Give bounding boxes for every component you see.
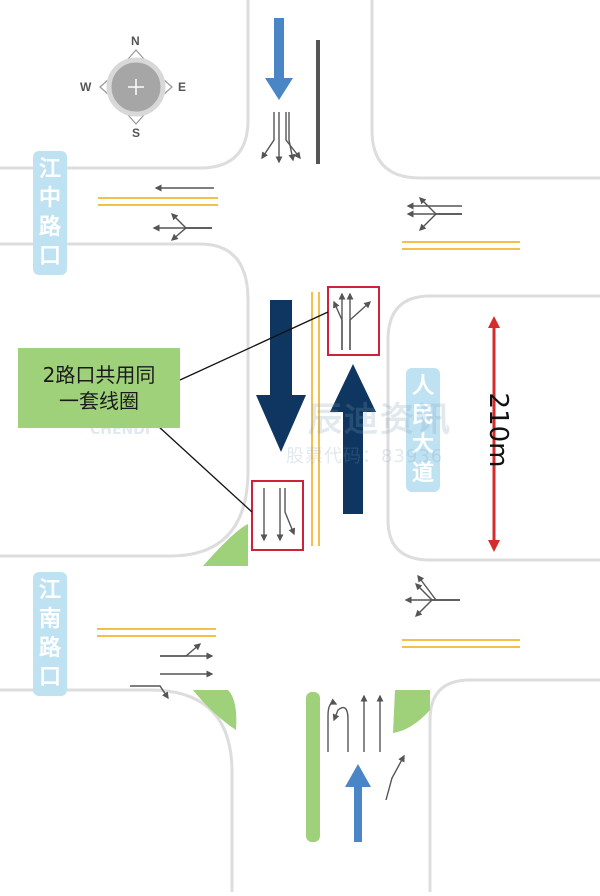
- compass: [99, 49, 173, 125]
- compass-south-label: S: [132, 126, 141, 140]
- lane-arrows: [130, 112, 462, 801]
- median-lower-right: [393, 690, 430, 733]
- road-label-char: 民: [411, 403, 434, 428]
- main-arrow-southbound: [256, 300, 306, 452]
- road-edge-middle-right: [386, 294, 600, 562]
- medians: [193, 524, 430, 842]
- detector-boxes: [251, 286, 380, 551]
- callout-leaders: [157, 311, 329, 513]
- road-edge-upper-left: [0, 0, 250, 170]
- road-label-char: 江: [38, 578, 61, 603]
- road-label-char: 路: [38, 636, 61, 661]
- distance-label: 210m: [483, 392, 513, 468]
- callout-line-1: 2路口共用同: [42, 363, 156, 387]
- road-label-char: 大: [411, 432, 434, 457]
- compass-west-label: W: [80, 80, 92, 94]
- approach-arrows: [256, 18, 376, 842]
- compass-east-label: E: [178, 80, 187, 94]
- road-label-jiangzhong: 江 中 路 口: [33, 151, 67, 275]
- road-label-char: 路: [38, 215, 61, 240]
- road-label-char: 中: [38, 186, 61, 211]
- road-label-char: 南: [38, 607, 61, 632]
- road-label-char: 江: [38, 157, 61, 182]
- road-label-char: 道: [411, 461, 434, 486]
- road-label-renmin: 人 民 大 道: [406, 368, 440, 492]
- callout-box: 2路口共用同 一套线圈: [18, 348, 180, 428]
- arrow-north-approach: [345, 764, 371, 842]
- median-south: [306, 692, 320, 842]
- median-upper-left: [203, 524, 248, 566]
- callout-line-2: 一套线圈: [59, 389, 139, 413]
- centerlines: [97, 197, 520, 648]
- arrow-south-approach: [265, 18, 293, 100]
- road-label-char: 人: [411, 374, 434, 399]
- detector-box-upper: [327, 286, 380, 356]
- road-edge-lower-right: [428, 678, 600, 892]
- road-label-char: 口: [38, 244, 61, 269]
- main-arrow-northbound: [330, 364, 376, 514]
- median-lower-left: [193, 690, 237, 730]
- compass-north-label: N: [131, 34, 140, 48]
- road-edge-middle-left: [0, 242, 250, 558]
- stop-line-north: [316, 40, 320, 164]
- road-edge-lower-left: [0, 688, 234, 892]
- road-edge-upper-right: [370, 0, 600, 180]
- road-label-jiangnan: 江 南 路 口: [33, 572, 67, 696]
- road-label-char: 口: [38, 665, 61, 690]
- detector-box-lower: [251, 480, 304, 551]
